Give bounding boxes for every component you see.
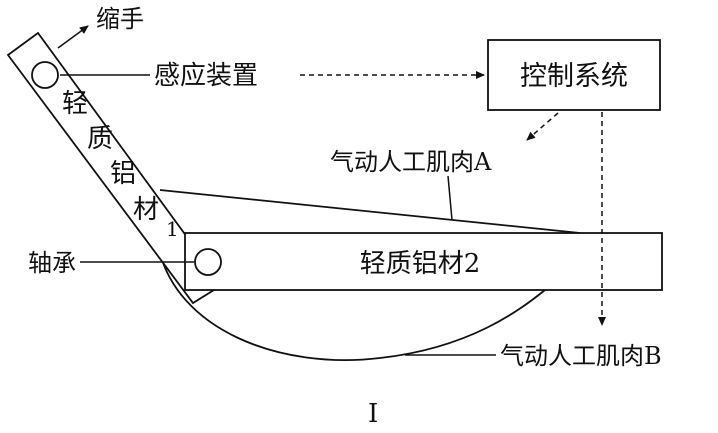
- sensor-label: 感应装置: [154, 61, 258, 91]
- bar1-char: 铝: [110, 159, 136, 189]
- bar1-char: 轻: [62, 89, 88, 119]
- bar1-char: 质: [87, 124, 113, 154]
- muscle-a-leader: [447, 175, 453, 221]
- figure-number: I: [368, 399, 378, 429]
- control-system-label: 控制系统: [520, 61, 628, 92]
- bearing-circle: [194, 248, 222, 276]
- control-system-box: [487, 39, 661, 111]
- muscle-b-shape: [157, 244, 546, 361]
- bar1-char: 1: [166, 217, 179, 241]
- bearing-label: 轴承: [28, 249, 76, 277]
- control-to-muscle-a-arrow: [526, 112, 559, 141]
- aluminum-bar-2: [184, 232, 663, 291]
- bar1-char: 材: [133, 195, 159, 225]
- bar2-label: 轻质铝材2: [360, 249, 481, 279]
- muscle-a-label: 气动人工肌肉A: [330, 148, 492, 176]
- retract-arrow: [57, 25, 89, 49]
- sensor-circle: [31, 61, 59, 89]
- retract-label: 缩手: [96, 5, 144, 33]
- muscle-b-label: 气动人工肌肉B: [500, 342, 662, 370]
- muscle-a-shape: [159, 189, 581, 234]
